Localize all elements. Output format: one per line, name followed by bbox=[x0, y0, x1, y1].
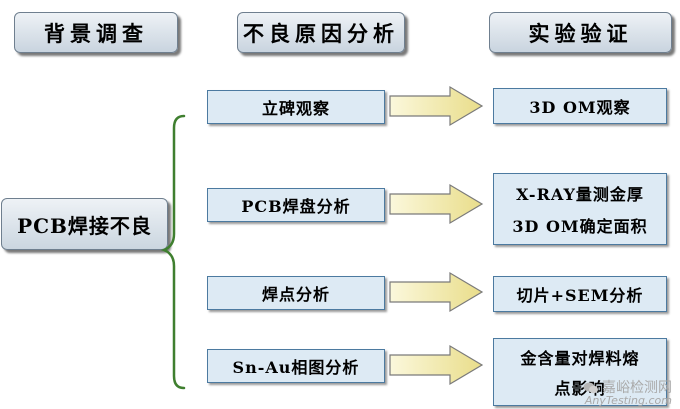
watermark-en: AnyTesting.com bbox=[584, 394, 672, 408]
watermark: 嘉峪检测网 AnyTesting.com bbox=[583, 381, 672, 407]
arrow-right-icon bbox=[389, 271, 484, 313]
main-problem-box: PCB焊接不良 bbox=[1, 198, 168, 250]
grouping-brace bbox=[160, 114, 186, 390]
arrow-right-icon bbox=[389, 183, 484, 225]
cause-box-tombstone: 立碑观察 bbox=[207, 90, 385, 124]
arrow-right-icon bbox=[389, 344, 484, 386]
header-background-research: 背景调查 bbox=[14, 12, 178, 53]
verify-box-sem: 切片+SEM分析 bbox=[493, 276, 667, 312]
wechat-icon bbox=[583, 382, 598, 394]
verify-box-xray: X-RAY量测金厚 3D OM确定面积 bbox=[493, 173, 667, 245]
verify-line: 金含量对焊料熔 bbox=[520, 349, 640, 368]
verify-line: 3D OM确定面积 bbox=[512, 216, 648, 236]
verify-line: X-RAY量测金厚 bbox=[516, 185, 644, 205]
verify-box-gold-content: 金含量对焊料熔 点影响 bbox=[493, 338, 667, 406]
cause-box-phase-diagram: Sn-Au相图分析 bbox=[207, 349, 385, 383]
header-cause-analysis: 不良原因分析 bbox=[237, 12, 405, 53]
cause-box-solder-joint: 焊点分析 bbox=[207, 276, 385, 310]
watermark-cn: 嘉峪检测网 bbox=[602, 379, 672, 396]
cause-box-pcb-pad: PCB焊盘分析 bbox=[207, 188, 385, 222]
arrow-right-icon bbox=[389, 85, 484, 127]
header-experimental-verification: 实验验证 bbox=[489, 12, 672, 53]
verify-box-3d-om: 3D OM观察 bbox=[493, 88, 667, 124]
